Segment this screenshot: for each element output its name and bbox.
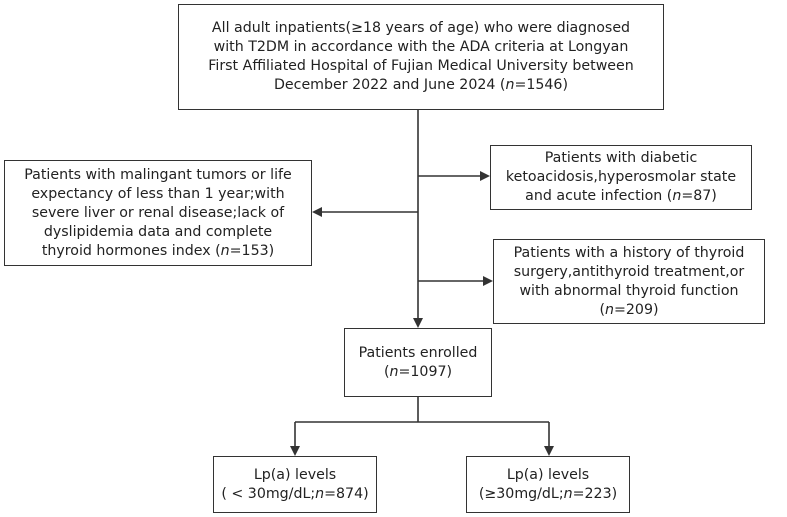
box-count-line: and acute infection (n=87) bbox=[525, 188, 717, 204]
box-text-line: surgery,antithyroid treatment,or bbox=[513, 263, 745, 280]
exclusion-box-ketoacidosis: Patients with diabetic ketoacidosis,hype… bbox=[490, 145, 752, 210]
box-count-line: thyroid hormones index (n=153) bbox=[41, 242, 275, 259]
box-count-line: December 2022 and June 2024 (n=1546) bbox=[274, 77, 568, 93]
box-text-line: dyslipidemia data and complete bbox=[43, 223, 273, 240]
box-count-line: (n=209) bbox=[599, 301, 659, 318]
box-text-line: All adult inpatients(≥18 years of age) w… bbox=[211, 20, 631, 36]
box-text-line: Lp(a) levels bbox=[506, 466, 590, 483]
box-text-line: Patients with a history of thyroid bbox=[513, 244, 745, 261]
box-count-line: (≥30mg/dL;n=223) bbox=[478, 485, 618, 502]
box-text-line: expectancy of less than 1 year;with bbox=[31, 185, 285, 202]
lpa-high-group-box: Lp(a) levels (≥30mg/dL;n=223) bbox=[466, 456, 630, 513]
box-text-line: Patients enrolled bbox=[358, 344, 478, 361]
box-count-line: (n=1097) bbox=[383, 363, 453, 380]
exclusion-box-thyroid: Patients with a history of thyroid surge… bbox=[493, 239, 765, 324]
all-inpatients-box: All adult inpatients(≥18 years of age) w… bbox=[178, 4, 664, 110]
box-text-line: ketoacidosis,hyperosmolar state bbox=[505, 169, 737, 185]
box-text-line: with T2DM in accordance with the ADA cri… bbox=[213, 39, 629, 55]
box-text-line: First Affiliated Hospital of Fujian Medi… bbox=[208, 58, 634, 74]
box-count-line: ( < 30mg/dL;n=874) bbox=[221, 485, 369, 502]
box-text-line: Patients with diabetic bbox=[544, 150, 698, 166]
patients-enrolled-box: Patients enrolled (n=1097) bbox=[344, 328, 492, 397]
box-text-line: with abnormal thyroid function bbox=[519, 282, 739, 299]
lpa-low-group-box: Lp(a) levels ( < 30mg/dL;n=874) bbox=[213, 456, 377, 513]
box-text-line: Lp(a) levels bbox=[253, 466, 337, 483]
exclusion-box-tumors-liver-renal: Patients with malingant tumors or life e… bbox=[4, 160, 312, 266]
box-text-line: Patients with malingant tumors or life bbox=[24, 166, 292, 183]
box-text-line: severe liver or renal disease;lack of bbox=[31, 204, 285, 221]
